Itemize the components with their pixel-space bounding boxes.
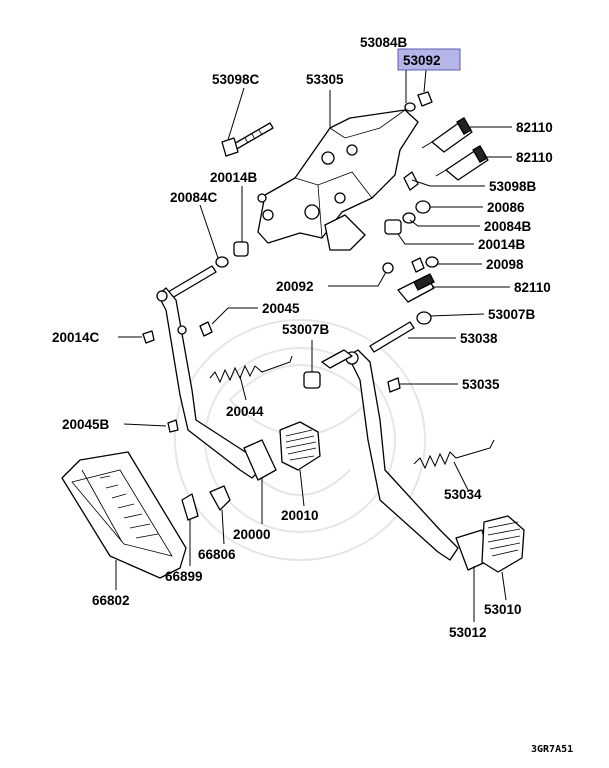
brake-pedal-pad [481, 515, 525, 573]
label-53098b[interactable]: 53098B [489, 179, 537, 194]
bushing-53007b [303, 349, 353, 389]
label-20014b-right[interactable]: 20014B [478, 237, 526, 252]
leader-lines [115, 64, 512, 622]
label-66806[interactable]: 66806 [198, 547, 236, 562]
small-bolts [142, 257, 425, 433]
foot-rest-66802 [61, 451, 187, 579]
label-53092[interactable]: 53092 [403, 53, 441, 68]
stop-lamp-switches [397, 117, 489, 303]
return-spring-20044 [209, 355, 293, 384]
label-66899[interactable]: 66899 [165, 569, 203, 584]
pedal-bracket-part [257, 109, 419, 251]
label-20084c[interactable]: 20084C [170, 190, 218, 205]
label-53012[interactable]: 53012 [449, 625, 487, 640]
label-53038[interactable]: 53038 [460, 331, 498, 346]
label-82110-a[interactable]: 82110 [516, 120, 553, 135]
clutch-pedal-pad [279, 421, 321, 471]
nut-washer-top [404, 91, 433, 112]
bolt-53098c [221, 122, 274, 157]
clip-66806 [209, 485, 231, 511]
label-20092[interactable]: 20092 [276, 279, 314, 294]
label-53084b[interactable]: 53084B [360, 35, 408, 50]
label-20014b-left[interactable]: 20014B [210, 170, 258, 185]
label-53035[interactable]: 53035 [462, 377, 500, 392]
label-53034[interactable]: 53034 [444, 487, 482, 502]
label-20000[interactable]: 20000 [233, 527, 271, 542]
label-20045[interactable]: 20045 [262, 301, 300, 316]
label-20098[interactable]: 20098 [486, 257, 524, 272]
return-spring-53034 [413, 439, 495, 470]
label-82110-c[interactable]: 82110 [514, 280, 551, 295]
bushings-washers [215, 200, 439, 274]
pedal-shaft-53038 [369, 311, 432, 353]
label-20084b[interactable]: 20084B [484, 219, 532, 234]
highlight-box-53092 [397, 48, 461, 71]
label-20086[interactable]: 20086 [487, 200, 525, 215]
label-53305[interactable]: 53305 [306, 72, 344, 87]
clip-66899 [181, 493, 199, 528]
pivot-shaft-left [167, 265, 217, 299]
label-20010[interactable]: 20010 [281, 508, 319, 523]
drawing-code: 3GR7A51 [531, 744, 573, 755]
label-82110-b[interactable]: 82110 [516, 150, 553, 165]
label-20045b[interactable]: 20045B [62, 417, 110, 432]
label-66802[interactable]: 66802 [92, 593, 130, 608]
label-53007b-left[interactable]: 53007B [282, 322, 330, 337]
label-20014c[interactable]: 20014C [52, 330, 100, 345]
label-53098c[interactable]: 53098C [212, 72, 260, 87]
label-20044[interactable]: 20044 [226, 404, 264, 419]
clutch-pedal-arm [156, 287, 277, 481]
label-53010[interactable]: 53010 [484, 602, 522, 617]
part-labels: 53084B 53092 53098C 53305 82110 82110 20… [52, 35, 573, 755]
label-53007b-right[interactable]: 53007B [488, 307, 536, 322]
